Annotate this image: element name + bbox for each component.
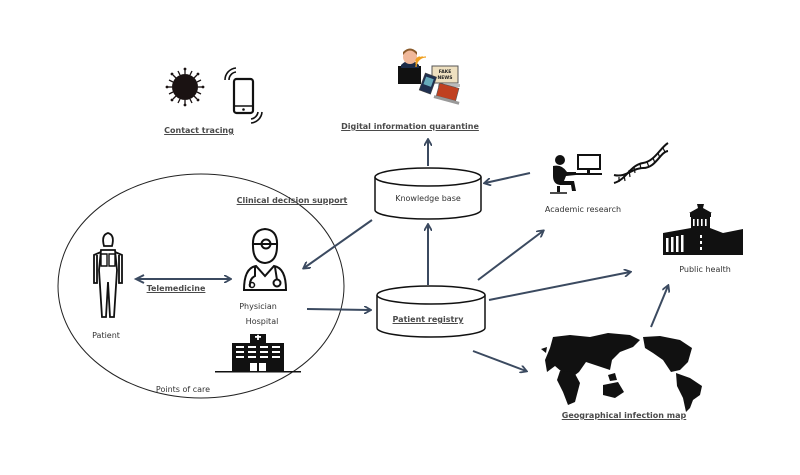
svg-text:NEWS: NEWS (437, 75, 452, 81)
patient-label: Patient (92, 331, 120, 340)
arrow-registry-to-research (477, 231, 543, 281)
clinical-decision-support-label: Clinical decision support (236, 196, 348, 205)
arrow-registry-to-public-health (488, 272, 630, 301)
arrow-kb-to-physician (304, 219, 373, 268)
physician-label: Physician (239, 302, 277, 311)
world-map-icon (541, 333, 702, 412)
knowledge-base-cylinder[interactable] (374, 167, 482, 220)
dna-icon (613, 142, 669, 184)
physician-icon (242, 227, 288, 291)
patient-registry-cylinder[interactable] (376, 285, 486, 338)
points-of-care-label: Points of care (155, 385, 211, 394)
geographical-infection-map-label: Geographical infection map (561, 411, 687, 420)
arrow-geo-map-to-public-health (650, 286, 668, 328)
patient-registry-label: Patient registry (392, 315, 464, 324)
telemedicine-arrowhead-left (133, 274, 145, 284)
public-health-label: Public health (679, 265, 731, 274)
government-building-icon (663, 204, 743, 255)
arrow-research-to-kb (485, 172, 531, 183)
arrow-registry-to-geo-map (472, 350, 526, 371)
knowledge-base-label: Knowledge base (395, 194, 461, 203)
svg-text:FAKE: FAKE (439, 69, 452, 75)
points-of-care-ellipse (57, 173, 345, 399)
smartphone-icon (224, 67, 263, 124)
telemedicine-label: Telemedicine (146, 284, 206, 293)
virus-icon (165, 67, 205, 107)
patient-icon (93, 232, 123, 318)
contact-tracing-label: Contact tracing (164, 126, 234, 135)
arrow-hospital-to-registry (306, 309, 370, 310)
researcher-icon (550, 154, 602, 194)
academic-research-label: Academic research (544, 205, 622, 214)
fake-news-icon: FAKE NEWS (398, 48, 460, 105)
hospital-label: Hospital (245, 317, 279, 326)
digital-info-quarantine-label: Digital information quarantine (341, 122, 479, 131)
hospital-icon (215, 334, 301, 373)
